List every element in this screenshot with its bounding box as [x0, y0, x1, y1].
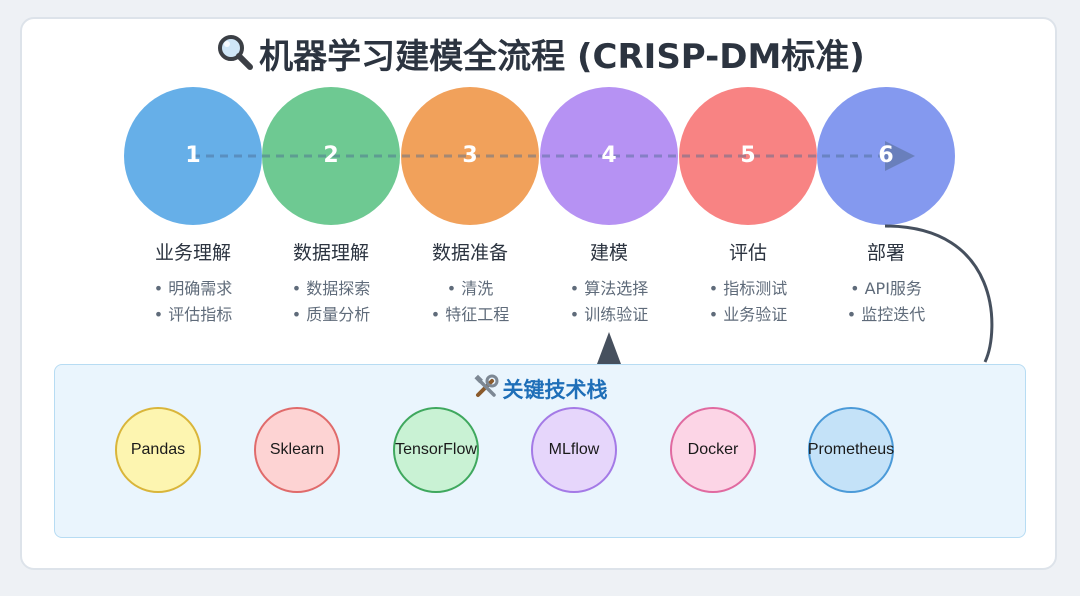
step-name-1: 业务理解 [154, 242, 231, 264]
step-name-3: 数据准备 [431, 242, 508, 264]
step-detail: • 业务验证 [708, 305, 788, 324]
step-detail: • 清洗 [446, 279, 494, 298]
diagram-title: 机器学习建模全流程 (CRISP-DM标准) [0, 32, 1080, 85]
tech-stack-title-text: 关键技术栈 [502, 378, 608, 402]
step-name-2: 数据理解 [292, 242, 369, 264]
tech-label: Pandas [130, 441, 186, 458]
tech-circle-docker [670, 407, 756, 493]
tech-circle-prometheus [808, 407, 894, 493]
step-number-4: 4 [601, 143, 617, 168]
title-text: 机器学习建模全流程 (CRISP-DM标准) [259, 37, 865, 77]
step-number-2: 2 [323, 143, 339, 168]
step-detail: • 监控迭代 [846, 305, 926, 324]
step-detail: • 评估指标 [153, 305, 233, 324]
step-name-6: 部署 [866, 242, 905, 264]
step-detail: • 质量分析 [291, 305, 371, 324]
tech-label: Docker [687, 441, 739, 458]
step-detail: • 明确需求 [153, 279, 233, 298]
tech-circle-sklearn [254, 407, 340, 493]
step-detail: • 特征工程 [430, 305, 510, 324]
step-circle-2 [262, 87, 400, 225]
step-detail: • API服务 [850, 279, 922, 298]
step-circle-5 [679, 87, 817, 225]
tech-stack-title: 关键技术栈 [0, 374, 1080, 408]
step-detail: • 训练验证 [569, 305, 649, 324]
step-circle-3 [401, 87, 539, 225]
step-number-1: 1 [185, 143, 201, 168]
tools-icon [473, 374, 499, 408]
tech-circle-tensorflow [393, 407, 479, 493]
step-name-5: 评估 [728, 242, 767, 264]
tech-label: MLflow [548, 441, 600, 458]
step-circle-1 [124, 87, 262, 225]
step-number-5: 5 [740, 143, 756, 168]
step-detail: • 数据探索 [291, 279, 371, 298]
tech-label: Sklearn [269, 441, 325, 458]
tech-circle-mlflow [531, 407, 617, 493]
tech-label: TensorFlow [395, 441, 477, 458]
tech-label: Prometheus [807, 441, 895, 458]
step-number-6: 6 [878, 143, 894, 168]
step-number-3: 3 [462, 143, 478, 168]
step-detail: • 算法选择 [569, 279, 649, 298]
step-circle-4 [540, 87, 678, 225]
magnifier-icon [215, 32, 255, 85]
step-detail: • 指标测试 [708, 279, 788, 298]
tech-circle-pandas [115, 407, 201, 493]
step-name-4: 建模 [589, 242, 628, 264]
